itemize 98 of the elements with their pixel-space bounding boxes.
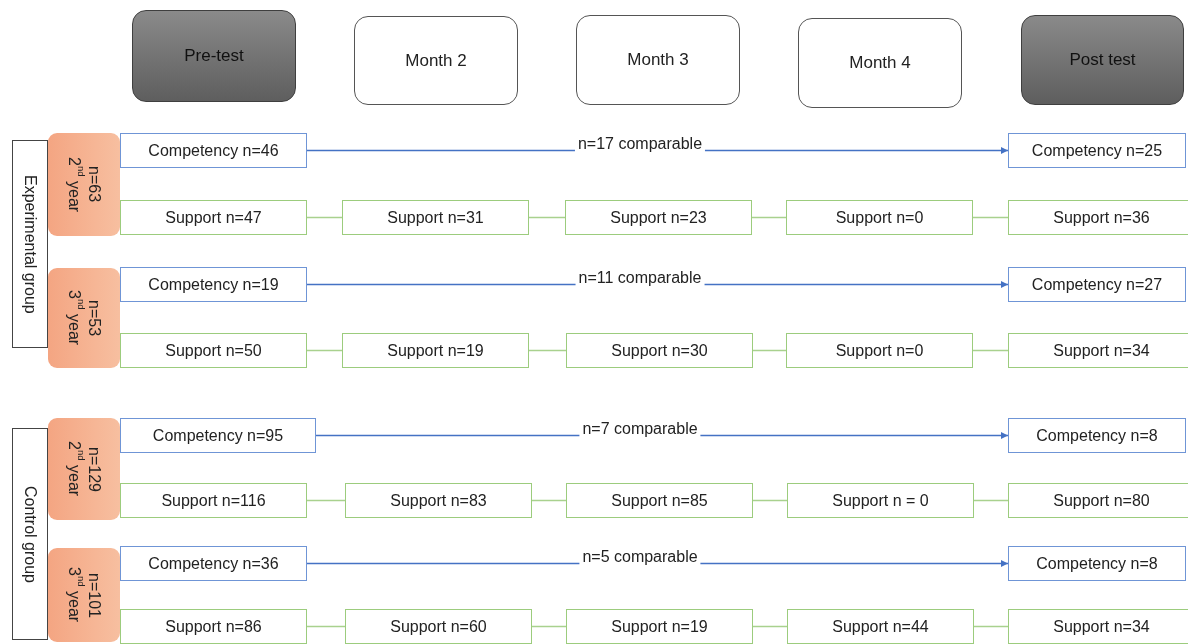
measure-box (565, 200, 752, 235)
node-text: Pre-test (184, 46, 244, 66)
connector-line (306, 625, 346, 628)
node-text: Experimental group (21, 174, 39, 314)
measure-box (1008, 418, 1186, 453)
node-text: Competency n=95 (152, 426, 284, 445)
measure-box (1008, 200, 1188, 235)
node-text: Support n=116 (161, 491, 266, 510)
phase-box (576, 15, 740, 105)
measure-box (342, 333, 529, 368)
measure-box (120, 546, 307, 581)
cohort-box (48, 418, 120, 520)
phase-box (354, 16, 518, 105)
node-text: Competency n=36 (148, 554, 279, 573)
node-text: Competency n=46 (148, 141, 279, 160)
phase-box (1021, 15, 1184, 105)
node-text: Competency n=8 (1036, 426, 1158, 445)
node-text: Support n = 0 (832, 491, 929, 510)
connector-line (972, 216, 1009, 219)
measure-box (345, 483, 532, 518)
connector-line (973, 625, 1009, 628)
node-text: n=101 (85, 572, 103, 618)
connector-line (528, 349, 567, 352)
node-text: Support n=83 (390, 491, 487, 510)
measure-box (786, 200, 973, 235)
connector-line (752, 349, 787, 352)
cohort-box (48, 548, 120, 642)
measure-box (566, 333, 753, 368)
measure-box (345, 609, 532, 644)
measure-box (1008, 267, 1186, 302)
node-text: Competency n=19 (148, 275, 279, 294)
node-text: Support n=31 (387, 208, 484, 227)
group-box (12, 140, 48, 348)
node-text: n=63 (85, 166, 103, 203)
edge-label: n=11 comparable (575, 268, 705, 287)
measure-box (120, 133, 307, 168)
connector-line (306, 499, 346, 502)
node-text: Competency n=8 (1036, 554, 1158, 573)
measure-box (120, 333, 307, 368)
connector-line (528, 216, 566, 219)
measure-box (120, 418, 316, 453)
measure-box (566, 609, 753, 644)
node-text: Competency n=25 (1031, 141, 1163, 160)
cohort-box (48, 133, 120, 236)
edge-label: n=17 comparable (574, 134, 706, 153)
connector-line (752, 625, 788, 628)
node-text: Support n=0 (835, 341, 924, 360)
node-text: Competency n=27 (1031, 275, 1163, 294)
cohort-box (48, 268, 120, 368)
connector-line (531, 499, 567, 502)
phase-box (132, 10, 296, 102)
node-text: Support n=34 (1053, 617, 1150, 636)
node-text: Support n=80 (1053, 491, 1150, 510)
connector-line (751, 216, 787, 219)
connector-line (972, 349, 1009, 352)
node-text: Support n=23 (610, 208, 707, 227)
connector-line (973, 499, 1009, 502)
node-text: Support n=30 (611, 341, 708, 360)
node-text: Support n=60 (390, 617, 487, 636)
measure-box (1008, 133, 1186, 168)
node-text: Support n=50 (165, 341, 262, 360)
measure-box (1008, 546, 1186, 581)
node-text: Support n=34 (1053, 341, 1150, 360)
connector-line (306, 216, 343, 219)
phase-box (798, 18, 962, 108)
measure-box (120, 200, 307, 235)
node-text: Support n=19 (611, 617, 708, 636)
connector-line (531, 625, 567, 628)
node-text: Support n=47 (165, 208, 262, 227)
measure-box (120, 483, 307, 518)
node-text: Support n=44 (832, 617, 929, 636)
group-box (12, 428, 48, 640)
connector-line (752, 499, 788, 502)
edge-label: n=5 comparable (579, 547, 701, 566)
node-text: Month 3 (627, 50, 689, 70)
measure-box (120, 609, 307, 644)
edge-label: n=7 comparable (579, 419, 701, 438)
measure-box (1008, 483, 1188, 518)
measure-box (120, 267, 307, 302)
node-text: Support n=19 (387, 341, 484, 360)
connector-line (306, 349, 343, 352)
node-text: Support n=36 (1053, 208, 1150, 227)
measure-box (787, 483, 974, 518)
node-text: Support n=86 (165, 617, 262, 636)
node-text: Support n=0 (835, 208, 924, 227)
node-text: n=129 (85, 446, 103, 492)
measure-box (787, 609, 974, 644)
node-text: Month 2 (405, 50, 467, 71)
node-text: Support n=85 (611, 491, 708, 510)
measure-box (1008, 333, 1188, 368)
node-text: n=53 (85, 299, 103, 336)
node-text: Post test (1069, 50, 1136, 70)
node-text: Month 4 (849, 53, 911, 73)
measure-box (786, 333, 973, 368)
node-text: Control group (21, 485, 39, 583)
measure-box (342, 200, 529, 235)
measure-box (1008, 609, 1188, 644)
measure-box (566, 483, 753, 518)
